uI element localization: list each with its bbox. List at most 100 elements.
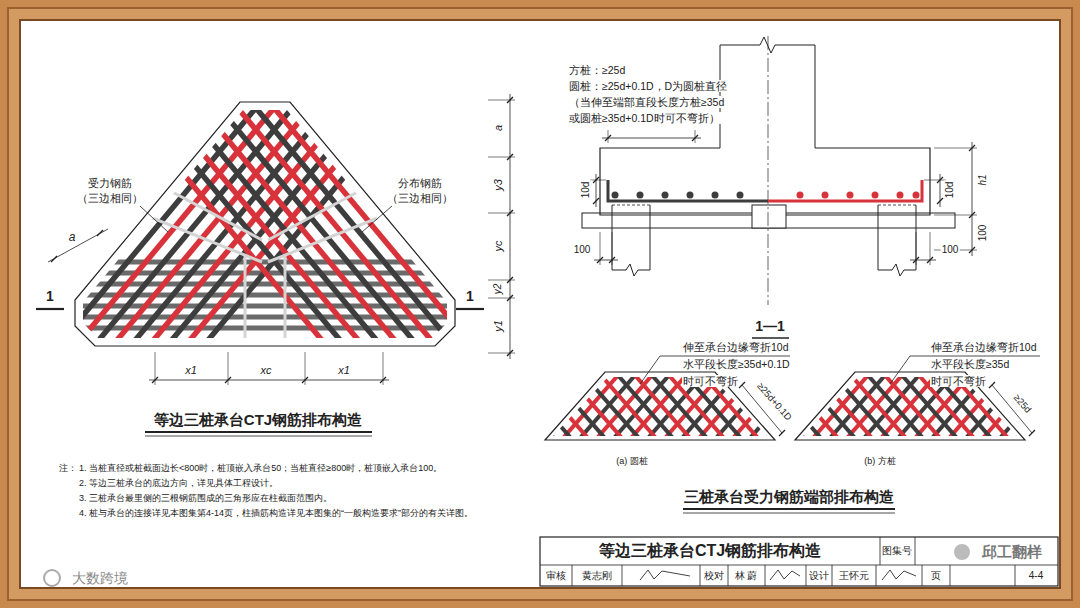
pile-top [878, 205, 916, 206]
dimension-label: a [68, 231, 77, 245]
dimension-tick [593, 198, 599, 204]
extension-line [590, 180, 606, 181]
rebar [1028, 365, 1080, 445]
rebar [60, 260, 470, 265]
title-block-cell: 页 [930, 570, 942, 582]
rebar [927, 365, 997, 445]
title-block-cell: 林 蔚 [734, 570, 759, 582]
extension-line [916, 232, 917, 265]
dimension-label: x1 [184, 364, 198, 377]
rebar [768, 180, 922, 201]
rebar-section [847, 192, 854, 199]
title-block-cell: 4-4 [1028, 570, 1044, 582]
rebar [1029, 365, 1080, 445]
paper [20, 20, 1060, 588]
rebar [133, 48, 645, 608]
rebar [101, 75, 613, 608]
end-detail [490, 356, 1080, 513]
dimension-label: h1 [977, 173, 989, 186]
figure-caption: 等边三桩承台CTJ钢筋排布构造 [153, 411, 363, 428]
dimension-line [510, 94, 511, 359]
break-line [612, 264, 650, 276]
rebar [111, 66, 623, 608]
rebar [757, 365, 827, 445]
extension-line [488, 213, 515, 214]
note-text: 4. 桩与承台的连接详见本图集第4-14页，柱插筋构造详见本图集的“一般构造要求… [78, 506, 535, 521]
dimension-label: xc [260, 364, 273, 377]
signature [640, 570, 690, 580]
rebar [0, 57, 408, 608]
rebar [122, 57, 634, 608]
rebar [0, 75, 429, 608]
rebar [490, 365, 560, 445]
figure-caption: 三桩承台受力钢筋端部排布构造 [683, 488, 895, 505]
rebar-section [687, 192, 694, 199]
dimension-label: 100 [977, 224, 989, 243]
callout-text: （三边相同） [76, 192, 144, 205]
rebar [60, 304, 470, 309]
table-rule [806, 565, 807, 586]
title-block-cell: 图集号 [881, 545, 913, 557]
rebar [677, 365, 747, 445]
title-block-cell: 王怀元 [838, 570, 870, 582]
rebar [1045, 365, 1080, 445]
table-rule [876, 565, 877, 586]
note-text: 2. 等边三桩承台的底边方向，详见具体工程设计。 [78, 478, 279, 488]
dimension-label: yc [492, 240, 505, 253]
rebar [60, 282, 470, 287]
rebar-section [612, 192, 619, 199]
rebar-section [872, 192, 879, 199]
rebar [60, 326, 470, 331]
rebar [507, 365, 577, 445]
underline [145, 436, 372, 437]
dimension-tick [989, 382, 995, 388]
extension-line [488, 280, 515, 281]
rebar [995, 365, 1065, 445]
callout-text: 分布钢筋 [397, 177, 443, 190]
rebar [540, 365, 610, 445]
extension-line [600, 232, 601, 265]
extension-line [488, 100, 515, 101]
callout-text: 时可不弯折 [930, 375, 987, 387]
table-rule [765, 565, 766, 586]
leader-line [660, 356, 790, 357]
section-mark-line [36, 308, 64, 310]
extension-line [924, 180, 946, 181]
table-rule [922, 565, 923, 586]
note-text: 3. 三桩承台最里侧的三根钢筋围成的三角形应在柱截面范围内。 [78, 493, 333, 503]
distribution-bar [268, 205, 410, 262]
rebar-section [662, 192, 669, 199]
leader-line [362, 206, 392, 232]
rebar [740, 365, 810, 445]
subfigure-label: (a) 圆桩 [615, 456, 649, 466]
signature [770, 570, 800, 580]
distribution-bar [244, 255, 247, 340]
dimension-label: a [492, 124, 505, 132]
section-mark: 1 [465, 288, 475, 304]
dimension-tick [779, 430, 785, 436]
dimension-label: x1 [337, 364, 351, 377]
underline [145, 431, 372, 433]
rebar-section [822, 192, 829, 199]
table-rule [540, 565, 1058, 566]
signature [882, 570, 916, 580]
callout-text: 时可不弯折 [682, 375, 739, 387]
extension-line [612, 232, 613, 265]
callout-text: 伸至承台边缘弯折10d [930, 341, 1038, 353]
pile [752, 205, 786, 228]
distribution-bar [120, 205, 262, 262]
table-rule [572, 565, 573, 586]
callout-text: 水平段长度≥35d [930, 358, 1010, 370]
title-block-cell: 审核 [545, 570, 567, 582]
subfigure-label: (b) 方桩 [863, 456, 897, 466]
note-text: 注： [58, 463, 78, 473]
note-text: 1. 当桩直径或桩截面边长<800时，桩顶嵌入承台50；当桩直径≥800时，桩顶… [78, 463, 443, 473]
title-block [540, 537, 1058, 586]
rebar [791, 365, 861, 445]
title-block-frame [540, 537, 1058, 586]
dimension-label: y1 [492, 319, 505, 333]
dimension-line [602, 138, 701, 139]
table-rule [915, 537, 916, 565]
extension-line [930, 232, 931, 265]
